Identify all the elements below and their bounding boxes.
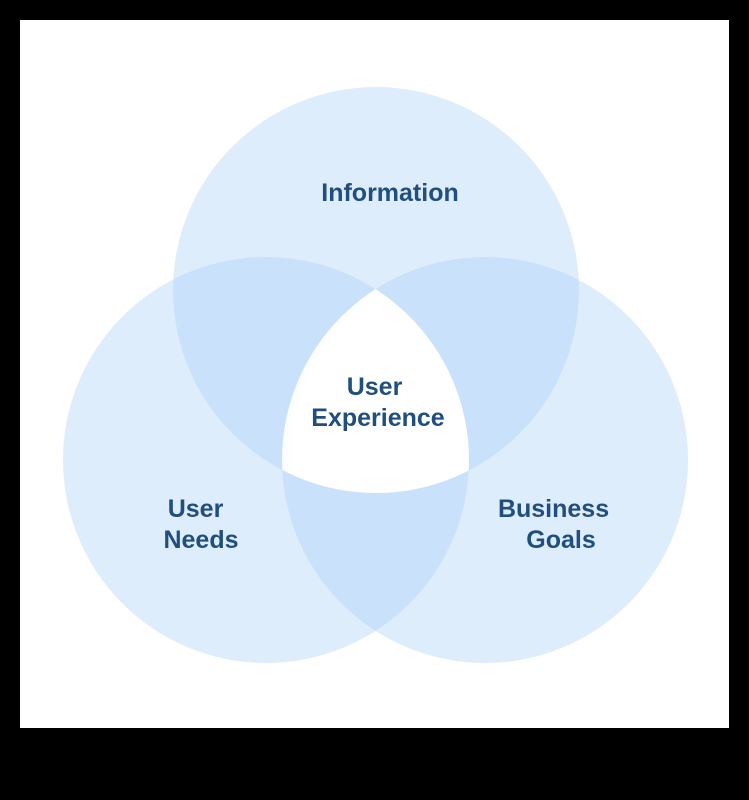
business-goals-label: Business Goals — [498, 495, 616, 554]
user-needs-label: User Needs — [163, 495, 238, 554]
user-experience-center — [282, 257, 469, 493]
information-label: Information — [321, 179, 459, 207]
user-experience-label: User Experience — [311, 373, 445, 432]
